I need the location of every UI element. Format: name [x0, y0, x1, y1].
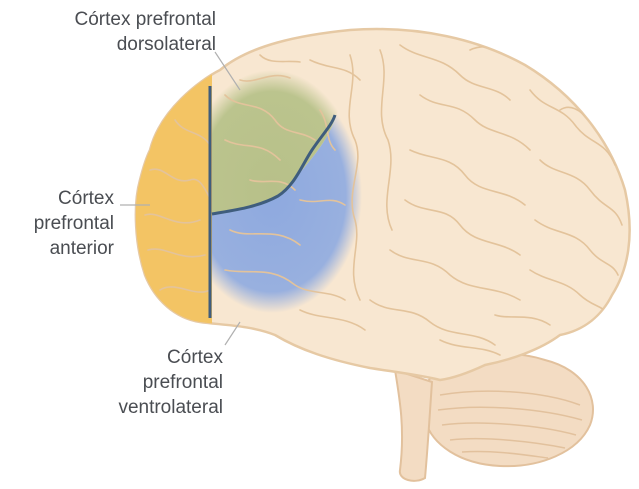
ventrolateral-label-line3: ventrolateral [118, 395, 223, 420]
cerebrum [120, 29, 630, 380]
ventrolateral-label-line1: Córtex [118, 345, 223, 370]
anterior-label-line2: prefrontal [34, 211, 114, 236]
dorsolateral-prefrontal-label: Córtex prefrontal dorsolateral [74, 7, 216, 57]
dorsolateral-label-line1: Córtex prefrontal [74, 7, 216, 32]
anterior-prefrontal-label: Córtex prefrontal anterior [34, 186, 114, 261]
brain-stem [395, 370, 432, 481]
ventrolateral-label-line2: prefrontal [118, 370, 223, 395]
ventrolateral-prefrontal-label: Córtex prefrontal ventrolateral [118, 345, 223, 420]
dorsolateral-label-line2: dorsolateral [74, 32, 216, 57]
anterior-label-line1: Córtex [34, 186, 114, 211]
anterior-prefrontal-region [120, 60, 212, 340]
anterior-label-line3: anterior [34, 236, 114, 261]
